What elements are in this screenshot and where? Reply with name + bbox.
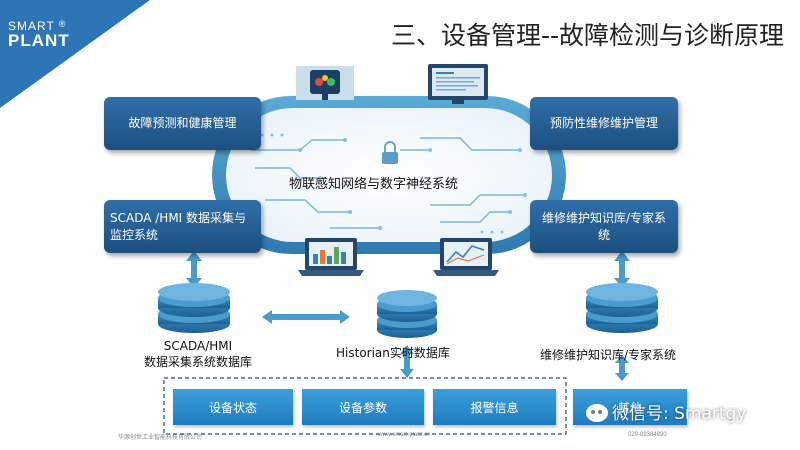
box-knowledge-base[interactable]: 维修维护知识库/专家系统 [530, 200, 678, 253]
arrow-horizontal [262, 310, 350, 324]
database-icon-right [586, 283, 658, 333]
box-scada-hmi[interactable]: SCADA /HMI 数据采集与监控系统 [104, 200, 261, 253]
logo-corner [0, 0, 150, 108]
arrow-left-vertical [186, 251, 202, 288]
footer-phone: 029-89384890 [628, 432, 667, 438]
footer-url: www.smart-plant.cn [378, 432, 431, 438]
wechat-icon [586, 404, 608, 422]
wechat-watermark: 微信号: Smartgy [586, 399, 746, 424]
lock-icon [382, 141, 398, 164]
box-preventive-maintenance[interactable]: 预防性维修维护管理 [530, 97, 678, 150]
arrow-right-vertical [614, 251, 630, 288]
network-ring [212, 96, 566, 254]
logo-line1: SMART [8, 19, 55, 33]
laptop-graph-icon [433, 238, 499, 276]
database-icon-center [377, 290, 437, 338]
data-sources-frame [163, 377, 567, 435]
db-left-label-line2: 数据采集系统数据库 [143, 355, 252, 370]
footer-company: 华源创世工业智能科技有限公司 [118, 435, 203, 441]
watermark-text: 微信号: Smartgy [612, 404, 747, 424]
logo: SMART® PLANT [8, 19, 70, 50]
db-center-label: Historian实时数据库 [336, 346, 450, 360]
db-left-label-line1: SCADA/HMI [163, 339, 233, 353]
db-left-label: SCADA/HMI 数据采集系统数据库 [118, 338, 278, 370]
circuit-dots [260, 133, 527, 234]
box-fault-prediction[interactable]: 故障预测和健康管理 [104, 97, 261, 150]
logo-line2: PLANT [8, 31, 70, 50]
circuit-pattern [250, 137, 525, 229]
status-button-alarm-info[interactable]: 报警信息 [433, 389, 556, 425]
status-button-device-params[interactable]: 设备参数 [302, 389, 424, 425]
monitor-dashboard-icon [428, 64, 488, 104]
logo-mark: ® [58, 19, 67, 29]
status-button-device-status[interactable]: 设备状态 [173, 389, 293, 425]
traffic-light-icon [296, 66, 354, 100]
laptop-chart-icon [298, 238, 364, 276]
center-label: 物联感知网络与数字神经系统 [289, 177, 459, 192]
arrow-right-lower [615, 355, 629, 381]
arrow-center-vertical [400, 345, 414, 378]
db-right-label: 维修维护知识库/专家系统 [540, 348, 677, 362]
page-title: 三、设备管理--故障检测与诊断原理 [390, 21, 784, 50]
database-icon-left [158, 283, 230, 333]
